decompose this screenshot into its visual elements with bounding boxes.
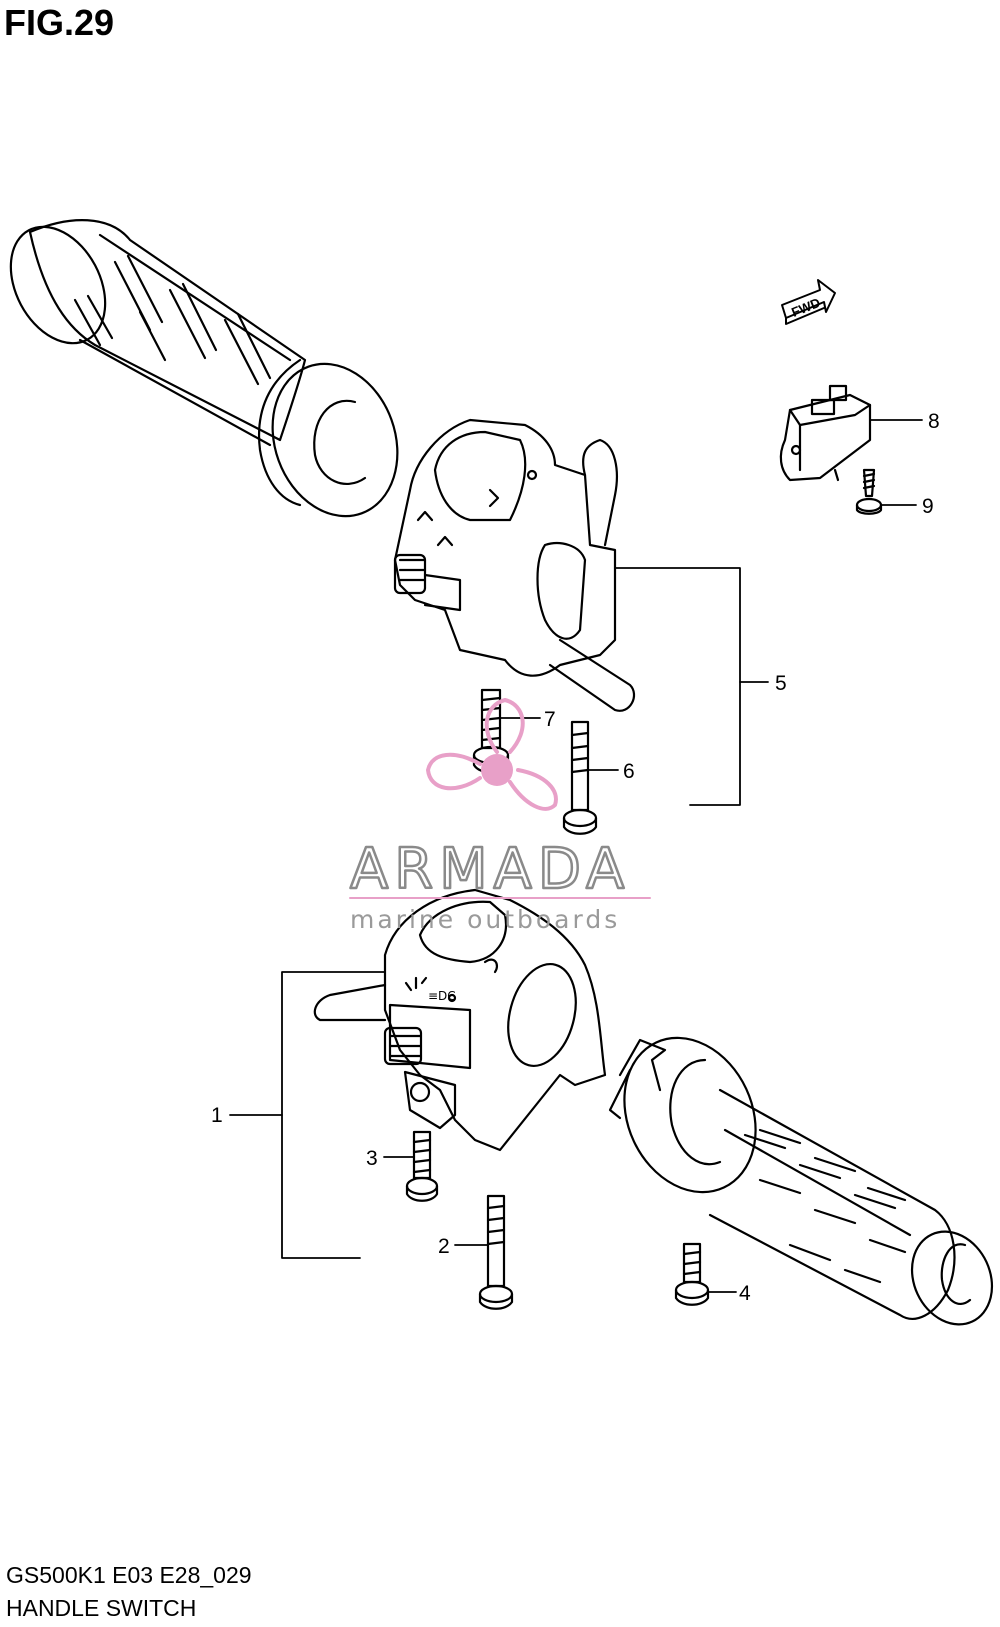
- watermark-brand: ARMADA: [350, 837, 630, 902]
- callout-6: 6: [623, 760, 635, 783]
- screw-9: [855, 468, 883, 515]
- left-switch-housing: ≡DC: [313, 888, 607, 1152]
- callout-7: 7: [544, 708, 556, 731]
- callout-2: 2: [438, 1235, 450, 1258]
- footer-diagram-name: HANDLE SWITCH: [6, 1595, 197, 1621]
- screw-2: [478, 1194, 514, 1310]
- callouts: 1 2 3 4 5 6 7 8 9: [211, 410, 940, 1305]
- screw-3: [405, 1130, 439, 1202]
- screw-6: [562, 720, 598, 835]
- callout-4: 4: [739, 1282, 751, 1305]
- callout-8: 8: [928, 410, 940, 433]
- figure-title: FIG.29: [4, 2, 115, 43]
- right-switch-housing: [393, 418, 636, 712]
- callout-9: 9: [922, 495, 934, 518]
- propeller-logo-icon: [426, 698, 558, 811]
- callout-5: 5: [775, 672, 787, 695]
- screw-4: [674, 1242, 710, 1306]
- footer-model-code: GS500K1 E03 E28_029: [6, 1562, 252, 1588]
- left-grip: [9, 219, 399, 518]
- right-grip: [608, 1036, 994, 1326]
- callout-1: 1: [211, 1104, 223, 1127]
- armada-watermark: ARMADA marine outboards: [349, 698, 651, 934]
- watermark-tagline: marine outboards: [350, 905, 620, 934]
- callout-3: 3: [366, 1147, 378, 1170]
- fwd-arrow: FWD: [781, 279, 836, 325]
- leader-lines: [229, 419, 923, 1293]
- switch-box: [779, 384, 872, 482]
